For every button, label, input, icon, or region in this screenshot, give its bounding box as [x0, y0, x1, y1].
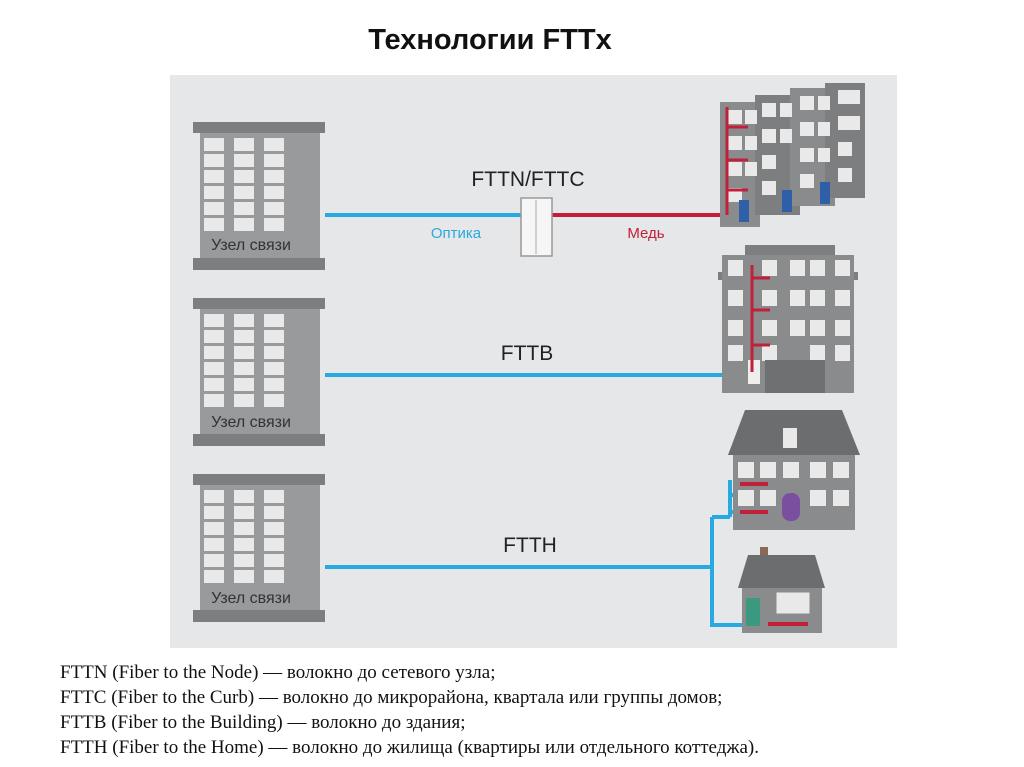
legend-item-fttc: FTTC (Fiber to the Curb) — волокно до ми… [60, 687, 723, 708]
copper-label: Медь [627, 225, 664, 242]
node-label-2: Узел связи [211, 414, 291, 431]
street-cabinet-icon [520, 197, 553, 257]
legend-item-ftth: FTTH (Fiber to the Home) — волокно до жи… [60, 737, 759, 758]
tech-label-fttb: FTTB [501, 342, 554, 365]
legend-item-fttb: FTTB (Fiber to the Building) — волокно д… [60, 712, 466, 733]
apartment-buildings-icon [720, 83, 865, 227]
node-building-icon [193, 298, 325, 446]
fiber-line-ftth [325, 480, 750, 627]
cottage-icon [738, 547, 825, 633]
legend-item-fttn: FTTN (Fiber to the Node) — волокно до се… [60, 662, 496, 683]
office-building-icon [718, 245, 858, 393]
optics-label: Оптика [431, 225, 482, 242]
node-label-1: Узел связи [211, 237, 291, 254]
house-icon [728, 410, 860, 530]
slide-title: Технологии FTTx [368, 24, 612, 56]
legend: FTTN (Fiber to the Node) — волокно до се… [60, 660, 759, 760]
node-building-icon [193, 474, 325, 622]
tech-label-fttn: FTTN/FTTC [471, 168, 584, 191]
node-label-3: Узел связи [211, 590, 291, 607]
tech-label-ftth: FTTH [503, 534, 557, 557]
node-building-icon [193, 122, 325, 270]
